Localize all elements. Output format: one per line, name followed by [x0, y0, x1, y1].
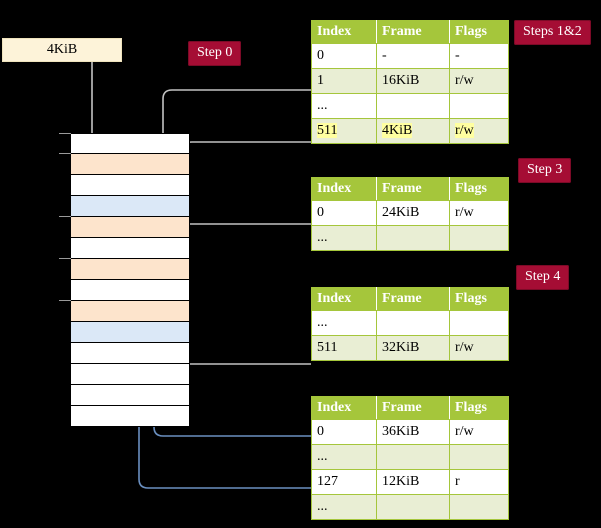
cell-frame [376, 310, 450, 336]
column-header-flags: Flags [449, 396, 509, 420]
column-header-flags: Flags [449, 287, 509, 311]
cell-flags [449, 494, 509, 520]
arrow-step4 [173, 318, 311, 365]
cell-flags [449, 225, 509, 251]
memory-frame-2 [70, 175, 190, 196]
memory-frame-tick-8 [59, 300, 71, 301]
cell-frame [376, 444, 450, 470]
cell-frame: 32KiB [376, 335, 450, 361]
column-header-index: Index [311, 287, 377, 311]
arrow-step3 [176, 223, 311, 258]
column-header-frame: Frame [376, 20, 450, 44]
arrow-steps12-b [182, 140, 311, 154]
cell-flags [449, 310, 509, 336]
cell-frame: 16KiB [376, 68, 450, 94]
cell-index: 511 [311, 118, 377, 144]
cell-flags: r [449, 469, 509, 495]
cell-flags: r/w [449, 335, 509, 361]
cell-frame [376, 93, 450, 119]
memory-frame-9 [70, 322, 190, 343]
memory-frame-tick-1 [59, 153, 71, 154]
memory-frame-tick-6 [59, 258, 71, 259]
memory-frame-13 [70, 406, 190, 427]
cell-frame: 12KiB [376, 469, 450, 495]
memory-frame-11 [70, 364, 190, 385]
table-row: ... [311, 494, 509, 520]
memory-frame-3 [70, 196, 190, 217]
cell-flags [449, 93, 509, 119]
memory-frame-tick-0 [59, 133, 71, 134]
memory-frame-12 [70, 385, 190, 406]
cell-frame: 36KiB [376, 419, 450, 445]
table-row: ... [311, 310, 509, 336]
cell-index: 0 [311, 419, 377, 445]
badge-step-4: Step 4 [516, 265, 570, 290]
cell-flags: - [449, 43, 509, 69]
column-header-frame: Frame [376, 396, 450, 420]
column-header-index: Index [311, 177, 377, 201]
cell-index: ... [311, 93, 377, 119]
table-row: ... [311, 444, 509, 470]
badge-steps-1-2: Steps 1&2 [514, 20, 591, 45]
cell-index: ... [311, 494, 377, 520]
badge-step-3: Step 3 [518, 158, 572, 183]
column-header-index: Index [311, 20, 377, 44]
physical-memory-column [59, 133, 190, 427]
cell-frame: 24KiB [376, 200, 450, 226]
cell-flags: r/w [449, 118, 509, 144]
cell-index: 511 [311, 335, 377, 361]
column-header-index: Index [311, 396, 377, 420]
cell-frame: - [376, 43, 450, 69]
column-header-frame: Frame [376, 177, 450, 201]
cell-frame [376, 494, 450, 520]
column-header-flags: Flags [449, 20, 509, 44]
memory-frame-5 [70, 238, 190, 259]
memory-frame-1 [59, 153, 190, 175]
cell-frame [376, 225, 450, 251]
column-header-flags: Flags [449, 177, 509, 201]
cell-index: ... [311, 225, 377, 251]
memory-frame-0 [59, 133, 190, 154]
memory-frame-10 [70, 343, 190, 364]
memory-frame-8 [59, 300, 190, 322]
cell-index: 0 [311, 200, 377, 226]
table-row: ... [311, 93, 509, 119]
cell-index: 0 [311, 43, 377, 69]
cell-index: ... [311, 310, 377, 336]
cell-flags: r/w [449, 68, 509, 94]
memory-frame-4 [59, 216, 190, 238]
table-row: 0-- [311, 43, 509, 69]
cell-frame: 4KiB [376, 118, 450, 144]
memory-frame-6 [59, 258, 190, 280]
cell-flags: r/w [449, 200, 509, 226]
cell-index: ... [311, 444, 377, 470]
cell-flags: r/w [449, 419, 509, 445]
cell-index: 1 [311, 68, 377, 94]
memory-frame-7 [70, 280, 190, 301]
virtual-address-label: 4KiB [46, 42, 78, 57]
column-header-frame: Frame [376, 287, 450, 311]
memory-frame-tick-4 [59, 216, 71, 217]
cell-flags [449, 444, 509, 470]
cell-index: 127 [311, 469, 377, 495]
badge-step-0: Step 0 [188, 41, 242, 66]
table-row: ... [311, 225, 509, 251]
virtual-address-box: 4KiB [2, 38, 122, 62]
